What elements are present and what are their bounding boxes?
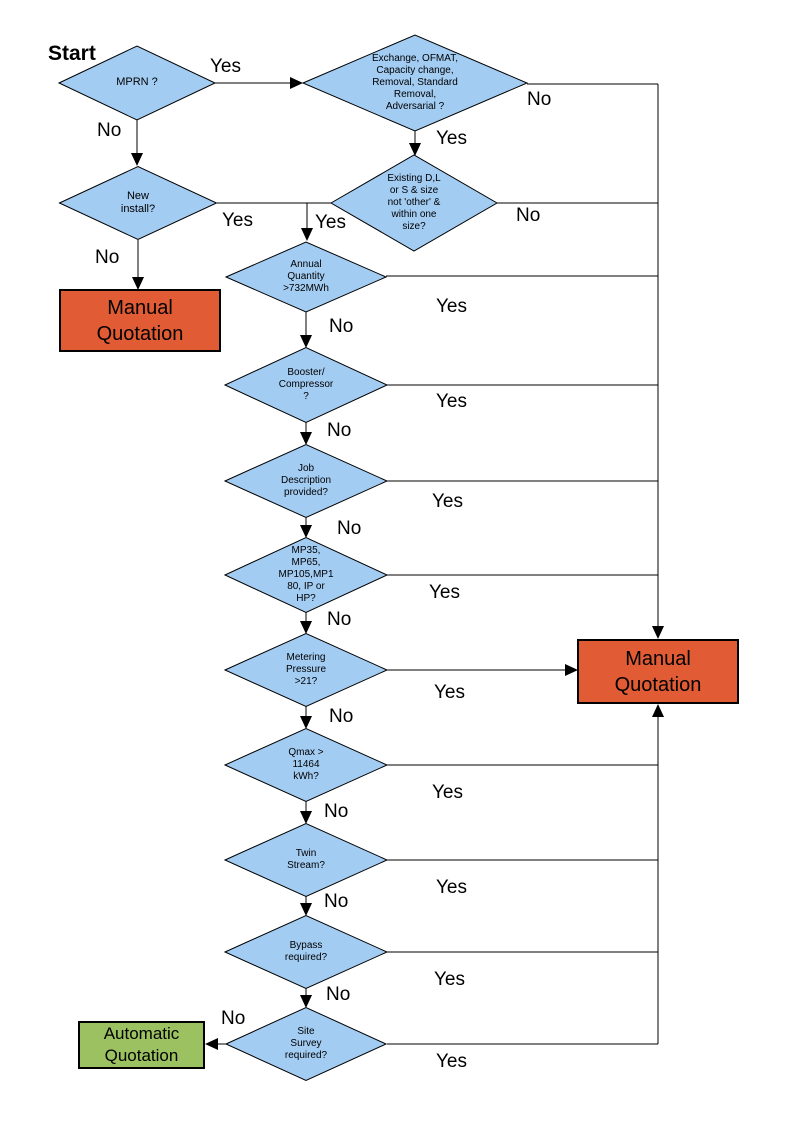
edge-label-site-no: No (221, 1008, 246, 1029)
edge-label-new-install-yes: Yes (222, 210, 253, 231)
edge-label-metering-yes: Yes (434, 682, 465, 703)
edge-label-booster-yes: Yes (436, 391, 467, 412)
decision-meter-pressure-tier (223, 536, 389, 614)
arrowhead-icon (300, 432, 312, 445)
decision-qmax (223, 727, 389, 803)
edge-label-site-yes: Yes (436, 1051, 467, 1072)
edge-label-mprn-yes: Yes (210, 56, 241, 77)
decision-exchange (301, 34, 529, 132)
edge-label-mp-yes: Yes (429, 582, 460, 603)
decision-booster (223, 346, 389, 424)
edge-label-twin-yes: Yes (436, 877, 467, 898)
arrowhead-icon (131, 153, 143, 166)
decision-site-survey (224, 1006, 388, 1082)
decision-mprn (57, 45, 217, 121)
arrowhead-icon (409, 143, 421, 156)
start-label: Start (48, 42, 96, 65)
arrowhead-icon (300, 716, 312, 729)
edge-label-job-yes: Yes (432, 491, 463, 512)
edge-label-exchange-yes: Yes (436, 128, 467, 149)
edge-label-existing-no: No (516, 205, 541, 226)
arrowhead-icon (300, 995, 312, 1008)
decision-existing-size (330, 154, 498, 252)
edge-label-twin-no: No (324, 891, 349, 912)
process-manual-quotation-left (59, 289, 221, 352)
process-automatic-quotation (78, 1021, 205, 1069)
decision-metering-pressure (223, 632, 389, 708)
decision-annual-quantity (224, 241, 388, 313)
arrowhead-icon (301, 228, 313, 241)
arrowhead-icon (300, 525, 312, 538)
decision-job-description (223, 443, 389, 519)
decision-bypass (223, 914, 389, 990)
edge-label-bypass-yes: Yes (434, 969, 465, 990)
edge-label-existing-yes: Yes (315, 212, 346, 233)
arrowhead-icon (132, 277, 144, 290)
arrowhead-icon (290, 77, 303, 89)
edge-label-bypass-no: No (326, 984, 351, 1005)
arrowhead-icon (300, 335, 312, 348)
arrowhead-icon (300, 811, 312, 824)
edge-label-annual-yes: Yes (436, 296, 467, 317)
arrowhead-icon (300, 903, 312, 916)
edge-label-qmax-yes: Yes (432, 782, 463, 803)
arrowhead-icon (565, 664, 578, 676)
arrowhead-icon (300, 621, 312, 634)
decision-new-install (58, 165, 218, 241)
process-manual-quotation-right (577, 639, 739, 704)
edge-label-new-install-no: No (95, 247, 120, 268)
edge-label-job-no: No (337, 518, 362, 539)
edge-label-metering-no: No (329, 706, 354, 727)
arrowhead-icon (652, 626, 664, 639)
decision-twin-stream (223, 822, 389, 898)
arrowhead-icon (205, 1038, 218, 1050)
edge-label-mprn-no: No (97, 120, 122, 141)
edge-label-mp-no: No (327, 609, 352, 630)
arrowhead-icon (652, 704, 664, 717)
edge-label-booster-no: No (327, 420, 352, 441)
edge-label-qmax-no: No (324, 801, 349, 822)
edge-label-annual-no: No (329, 316, 354, 337)
edge-label-exchange-no: No (527, 89, 552, 110)
